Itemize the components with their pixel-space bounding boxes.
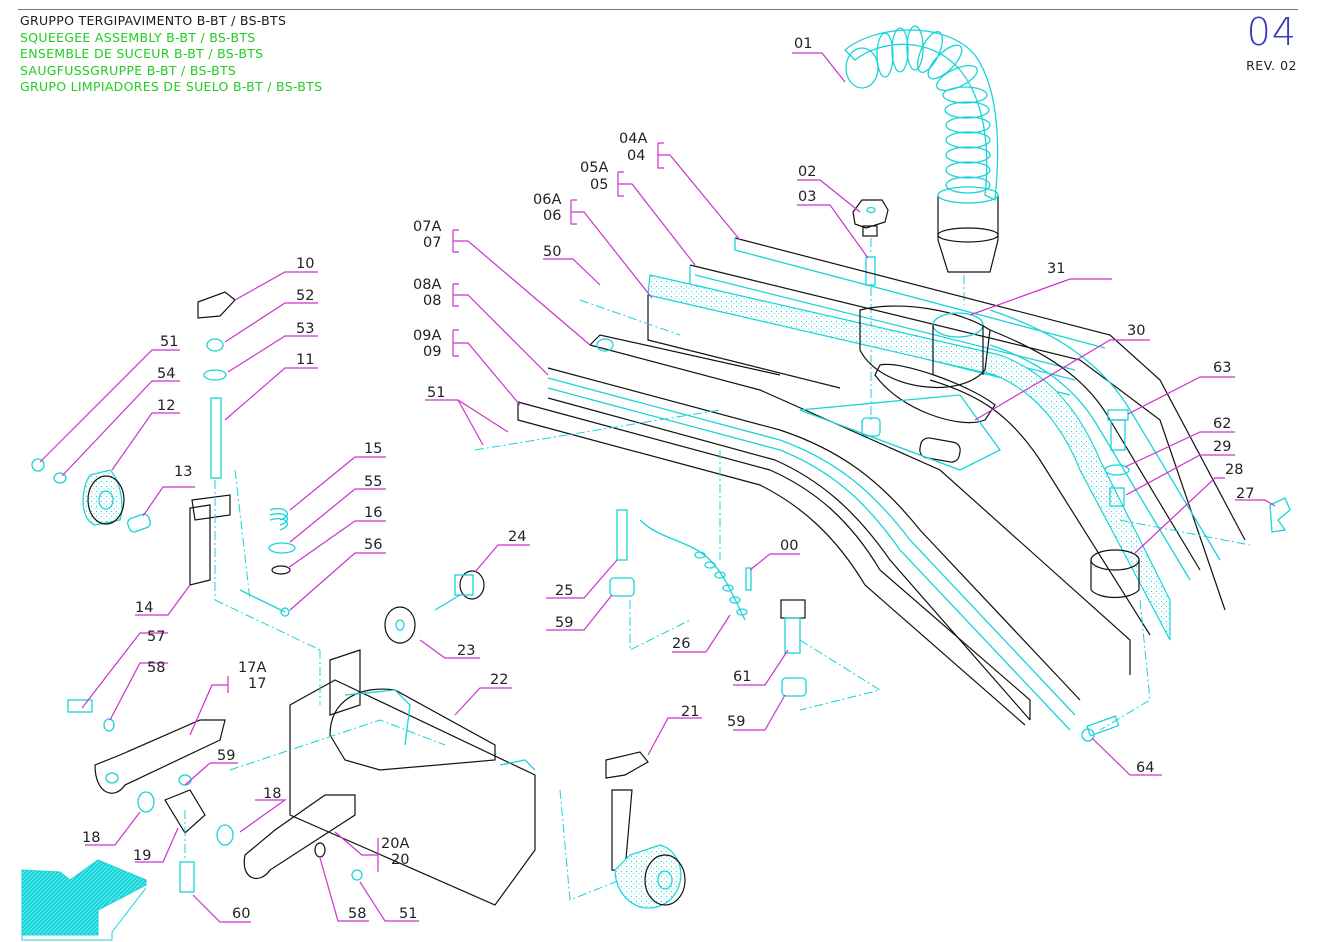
callout-30: 30 xyxy=(1127,323,1145,339)
callout-22: 22 xyxy=(490,672,508,688)
part-pin-chain xyxy=(609,450,807,697)
callout-17a: 17A xyxy=(238,660,266,676)
callout-20: 20 xyxy=(391,852,409,868)
title-italian: GRUPPO TERGIPAVIMENTO B-BT / BS-BTS xyxy=(20,13,287,28)
callout-56: 56 xyxy=(364,537,382,553)
part-bolt-64 xyxy=(1081,715,1120,742)
callout-55: 55 xyxy=(364,474,382,490)
callout-19: 19 xyxy=(133,848,151,864)
callout-13: 13 xyxy=(174,464,192,480)
part-right-hardware xyxy=(1090,409,1291,599)
part-bracket xyxy=(289,570,536,906)
callout-57: 57 xyxy=(147,629,165,645)
callout-17: 17 xyxy=(248,676,266,692)
callout-51-left: 51 xyxy=(160,334,178,350)
callout-50: 50 xyxy=(543,244,561,260)
callout-63: 63 xyxy=(1213,360,1231,376)
callout-26: 26 xyxy=(672,636,690,652)
callout-04a: 04A xyxy=(619,131,647,147)
callout-08a: 08A xyxy=(413,277,441,293)
callout-08: 08 xyxy=(423,293,441,309)
callout-24: 24 xyxy=(508,529,526,545)
part-linkage xyxy=(67,699,363,893)
callout-58-bottom: 58 xyxy=(348,906,366,922)
callout-20a: 20A xyxy=(381,836,409,852)
callout-21: 21 xyxy=(681,704,699,720)
title-german: SAUGFUSSGRUPPE B-BT / BS-BTS xyxy=(20,62,237,78)
title-block: GRUPPO TERGIPAVIMENTO B-BT / BS-BTS SQUE… xyxy=(20,13,322,96)
callout-12: 12 xyxy=(157,398,175,414)
callout-02: 02 xyxy=(798,164,816,180)
header-rule xyxy=(18,9,1298,10)
callout-28: 28 xyxy=(1225,462,1243,478)
title-french: ENSEMBLE DE SUCEUR B-BT / BS-BTS xyxy=(20,46,264,61)
callout-59-link: 59 xyxy=(217,748,235,764)
part-knob xyxy=(852,199,889,437)
callout-51-center: 51 xyxy=(427,385,445,401)
callout-61: 61 xyxy=(733,669,751,685)
callout-18-right: 18 xyxy=(263,786,281,802)
forward-direction-arrow-icon xyxy=(21,859,147,941)
callout-31: 31 xyxy=(1047,261,1065,277)
callout-06a: 06A xyxy=(533,192,561,208)
callout-09a: 09A xyxy=(413,328,441,344)
callout-62: 62 xyxy=(1213,416,1231,432)
title-spanish: GRUPO LIMPIADORES DE SUELO B-BT / BS-BTS xyxy=(20,79,323,94)
callout-23: 23 xyxy=(457,643,475,659)
part-hose xyxy=(844,25,999,305)
callout-51-bottom: 51 xyxy=(399,906,417,922)
callout-16: 16 xyxy=(364,505,382,521)
callout-labels: 01 02 03 04A 04 05A 05 06A 06 07A 07 08A… xyxy=(82,36,1254,922)
callout-54: 54 xyxy=(157,366,175,382)
part-left-wheel-assembly xyxy=(31,291,296,617)
callout-05: 05 xyxy=(590,177,608,193)
part-inlet xyxy=(799,305,1001,471)
title-english: SQUEEGEE ASSEMBLY B-BT / BS-BTS xyxy=(20,29,256,45)
callout-03: 03 xyxy=(798,189,816,205)
callout-10: 10 xyxy=(296,256,314,272)
page-number: 04 xyxy=(1246,10,1297,54)
callout-15: 15 xyxy=(364,441,382,457)
part-right-wheel xyxy=(605,751,686,909)
part-blade-strips xyxy=(517,237,1246,731)
callout-60: 60 xyxy=(232,906,250,922)
callout-59-bolt: 59 xyxy=(727,714,745,730)
callout-04: 04 xyxy=(627,148,645,164)
leader-lines xyxy=(39,52,1276,923)
callout-05a: 05A xyxy=(580,160,608,176)
callout-59-pin: 59 xyxy=(555,615,573,631)
callout-07: 07 xyxy=(423,235,441,251)
callout-52: 52 xyxy=(296,288,314,304)
callout-58-top: 58 xyxy=(147,660,165,676)
callout-14: 14 xyxy=(135,600,153,616)
callout-18-left: 18 xyxy=(82,830,100,846)
assembly-centerlines xyxy=(184,299,1251,901)
callout-09: 09 xyxy=(423,344,441,360)
callout-64: 64 xyxy=(1136,760,1154,776)
revision-label: REV. 02 xyxy=(1246,58,1297,73)
callout-29: 29 xyxy=(1213,439,1231,455)
callout-25: 25 xyxy=(555,583,573,599)
callout-27: 27 xyxy=(1236,486,1254,502)
callout-53: 53 xyxy=(296,321,314,337)
callout-07a: 07A xyxy=(413,219,441,235)
callout-11: 11 xyxy=(296,352,314,368)
callout-00: 00 xyxy=(780,538,798,554)
callout-01: 01 xyxy=(794,36,812,52)
callout-06: 06 xyxy=(543,208,561,224)
